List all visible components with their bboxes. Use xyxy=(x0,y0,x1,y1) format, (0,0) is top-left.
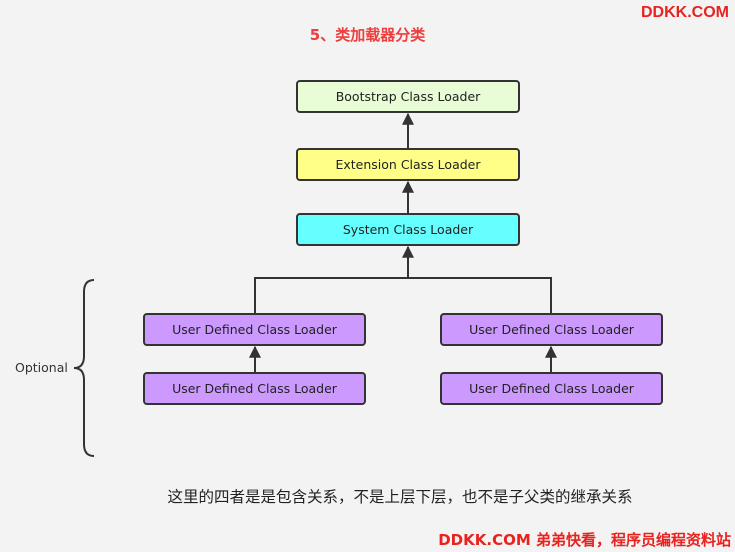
diagram-title: 5、类加载器分类 xyxy=(309,26,426,44)
user-defined-class-loader-node-right-bottom: User Defined Class Loader xyxy=(440,372,663,405)
user-defined-class-loader-label: User Defined Class Loader xyxy=(172,322,337,337)
watermark-top: DDKK.COM xyxy=(641,4,729,21)
edge-users-merge xyxy=(254,277,552,313)
user-defined-class-loader-label: User Defined Class Loader xyxy=(469,322,634,337)
user-defined-class-loader-node-left-top: User Defined Class Loader xyxy=(143,313,366,346)
optional-brace xyxy=(73,279,95,457)
bootstrap-class-loader-node: Bootstrap Class Loader xyxy=(296,80,520,113)
bootstrap-class-loader-label: Bootstrap Class Loader xyxy=(335,89,481,104)
system-class-loader-label: System Class Loader xyxy=(342,222,474,237)
user-defined-class-loader-label: User Defined Class Loader xyxy=(469,381,634,396)
user-defined-class-loader-label: User Defined Class Loader xyxy=(172,381,337,396)
optional-label: Optional xyxy=(15,360,68,375)
system-class-loader-node: System Class Loader xyxy=(296,213,520,246)
extension-class-loader-label: Extension Class Loader xyxy=(335,157,481,172)
user-defined-class-loader-node-left-bottom: User Defined Class Loader xyxy=(143,372,366,405)
caption-text: 这里的四者是是包含关系，不是上层下层，也不是子父类的继承关系 xyxy=(167,488,633,506)
extension-class-loader-node: Extension Class Loader xyxy=(296,148,520,181)
user-defined-class-loader-node-right-top: User Defined Class Loader xyxy=(440,313,663,346)
watermark-bottom: DDKK.COM 弟弟快看，程序员编程资料站 xyxy=(438,531,731,549)
